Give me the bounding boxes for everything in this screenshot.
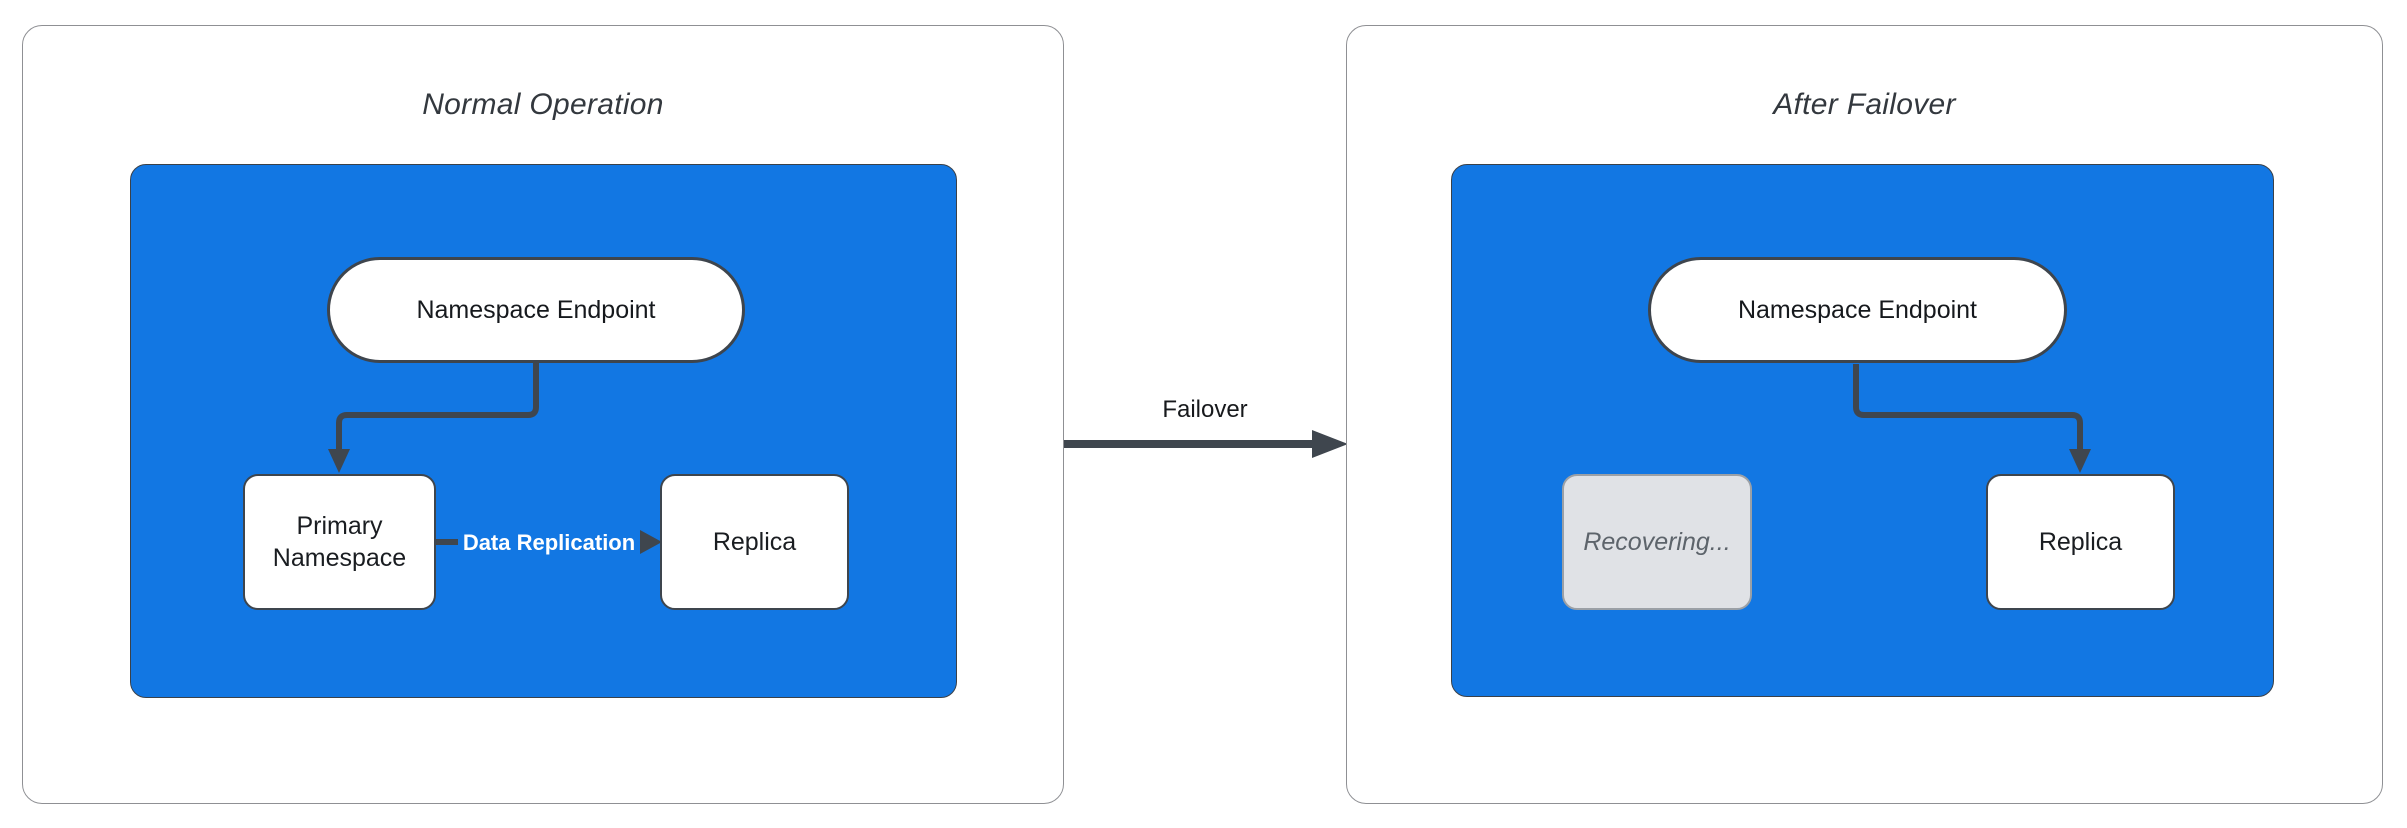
after-failover-container: Namespace Endpoint Recovering... Replica <box>1451 164 2274 697</box>
namespace-endpoint-node-right: Namespace Endpoint <box>1648 257 2067 363</box>
data-replication-text: Data Replication <box>457 529 641 556</box>
connector-line <box>1853 364 2083 451</box>
replica-node-right: Replica <box>1986 474 2175 610</box>
normal-operation-panel: Normal Operation Namespace Endpoint Prim… <box>22 25 1064 804</box>
arrowhead-down-icon <box>328 449 350 473</box>
normal-operation-title: Normal Operation <box>422 88 664 121</box>
namespace-endpoint-label: Namespace Endpoint <box>416 295 656 324</box>
failover-arrow <box>1064 430 1348 458</box>
endpoint-to-replica-connector <box>1853 364 2091 473</box>
replica-node-left: Replica <box>660 474 849 610</box>
after-failover-title: After Failover <box>1773 88 1956 121</box>
recovering-label: Recovering... <box>1583 527 1731 556</box>
namespace-endpoint-node: Namespace Endpoint <box>327 257 745 363</box>
recovering-node: Recovering... <box>1562 474 1752 610</box>
failover-arrowhead-icon <box>1312 430 1348 458</box>
after-failover-panel: After Failover Namespace Endpoint Recove… <box>1346 25 2383 804</box>
arrowhead-down-icon <box>2069 449 2091 473</box>
failover-transition-label: Failover <box>1162 396 1248 423</box>
data-replication-edge-label: Data Replication <box>436 524 662 561</box>
normal-operation-container: Namespace Endpoint Primary Namespace Dat… <box>130 164 957 698</box>
endpoint-to-primary-connector <box>328 363 662 554</box>
replica-label-left: Replica <box>712 527 797 556</box>
primary-namespace-node: Primary Namespace <box>243 474 436 610</box>
namespace-endpoint-label-right: Namespace Endpoint <box>1737 295 1978 324</box>
replica-label-right: Replica <box>2038 527 2123 556</box>
primary-namespace-label: Primary Namespace <box>272 511 407 573</box>
connector-line <box>336 363 539 451</box>
